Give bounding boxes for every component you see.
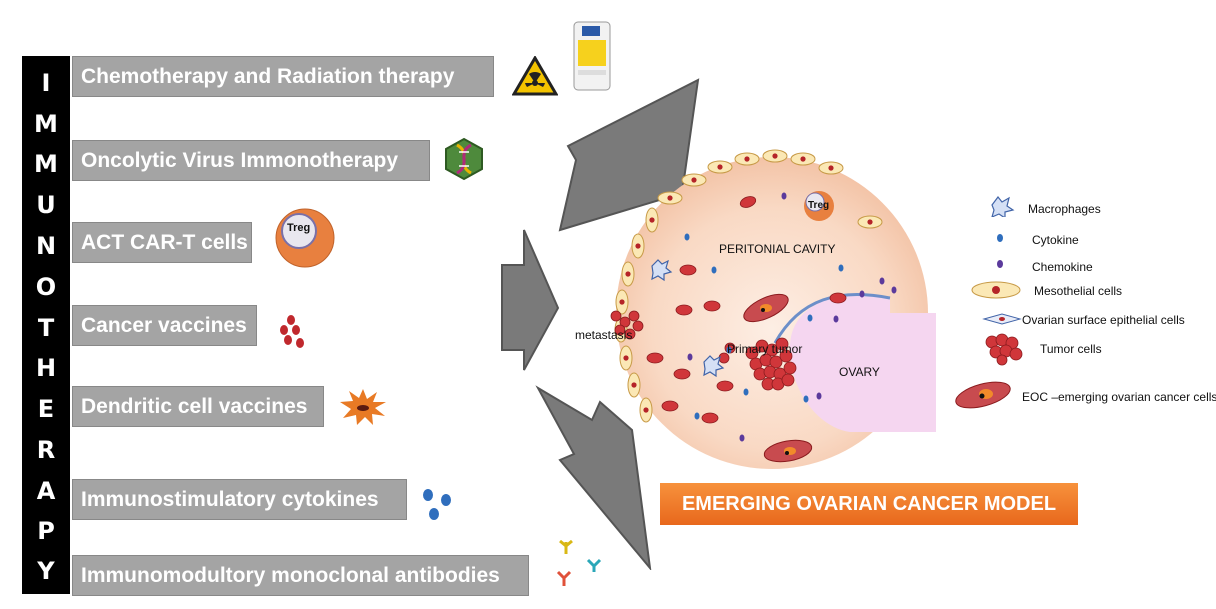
therapy-bar-cytokines: Immunostimulatory cytokines [72,479,407,520]
eoc-cells [743,293,813,463]
macrophage-cells [651,259,725,378]
therapy-bar-dendritic-vaccines: Dendritic cell vaccines [72,386,324,427]
chemo-drug-bag-icon [573,21,611,91]
ovarian-cancer-model [610,149,936,469]
arrow-lower-icon [535,385,652,570]
treg-cavity-label: Treg [808,200,830,211]
therapy-bar-monoclonal-antibodies: Immunomodultory monoclonal antibodies [72,555,529,596]
sidebar-letter: I [41,69,51,97]
chemokine-dots [687,192,897,442]
metastasis-label: metastasis [575,328,633,342]
treg-cell-label: Treg [287,222,311,234]
dendritic-cell-icon [340,389,386,425]
sidebar-letter: N [35,232,57,260]
sidebar-letter: E [37,395,55,423]
therapy-bar-chemo-radiation: Chemotherapy and Radiation therapy [72,56,494,97]
flow-arrows [501,78,700,570]
legend-tumor-cells: Tumor cells [1040,342,1102,356]
arrow-middle-icon [501,229,560,371]
legend-epithelial: Ovarian surface epithelial cells [1022,313,1185,327]
sidebar-letter: P [37,517,55,545]
cytokine-dot-icon [997,234,1003,242]
peritoneal-cavity-label: PERITONIAL CAVITY [719,242,836,256]
tumor-cluster-icon [985,333,1023,366]
virus-dna-icon [445,137,483,181]
sidebar-letter: O [35,273,57,301]
ovarian-epithelium [773,292,891,344]
sidebar-letter: A [36,477,56,505]
sidebar-letter: M [34,150,58,178]
ovary-shape [790,294,936,432]
macrophage-icon [991,196,1015,217]
legend-chemokine: Chemokine [1032,260,1093,274]
treg-cell-icon [275,208,335,268]
antibody-icon [556,540,602,586]
mesothelial-lining [614,149,883,423]
sidebar-letter: M [34,110,58,138]
sidebar-letter: U [36,191,56,219]
therapy-bar-cancer-vaccines: Cancer vaccines [72,305,257,346]
sidebar-letter: T [37,314,55,342]
sidebar-letter: H [35,354,57,382]
cytokine-icon [423,489,451,520]
chemokine-dot-icon [997,260,1003,268]
legend-eoc-cells: EOC –emerging ovarian cancer cells [1022,390,1216,404]
primary-tumor-cluster [718,337,797,391]
metastasis-cluster [610,310,644,340]
radiation-icon [512,56,558,96]
eoc-cell-icon [955,381,1011,409]
sidebar-letter: Y [37,557,55,585]
epithelial-cell-icon [982,313,1022,325]
primary-tumor-label: Primary tumor [727,342,803,356]
sidebar-letter: R [36,436,56,464]
cytokine-dots [684,233,844,420]
immunotherapy-sidebar: I M M U N O T H E R A P Y [22,56,70,594]
therapy-bar-oncolytic-virus: Oncolytic Virus Immonotherapy [72,140,430,181]
mesothelial-cell-icon [971,281,1021,299]
ovary-label: OVARY [839,365,880,379]
legend-cytokine: Cytokine [1032,233,1079,247]
model-title-banner: EMERGING OVARIAN CANCER MODEL [660,483,1078,525]
legend-macrophages: Macrophages [1028,202,1101,216]
legend-mesothelial: Mesothelial cells [1034,284,1123,298]
therapy-bar-act-car-t: ACT CAR-T cells [72,222,252,263]
red-cells-icon [280,315,304,348]
